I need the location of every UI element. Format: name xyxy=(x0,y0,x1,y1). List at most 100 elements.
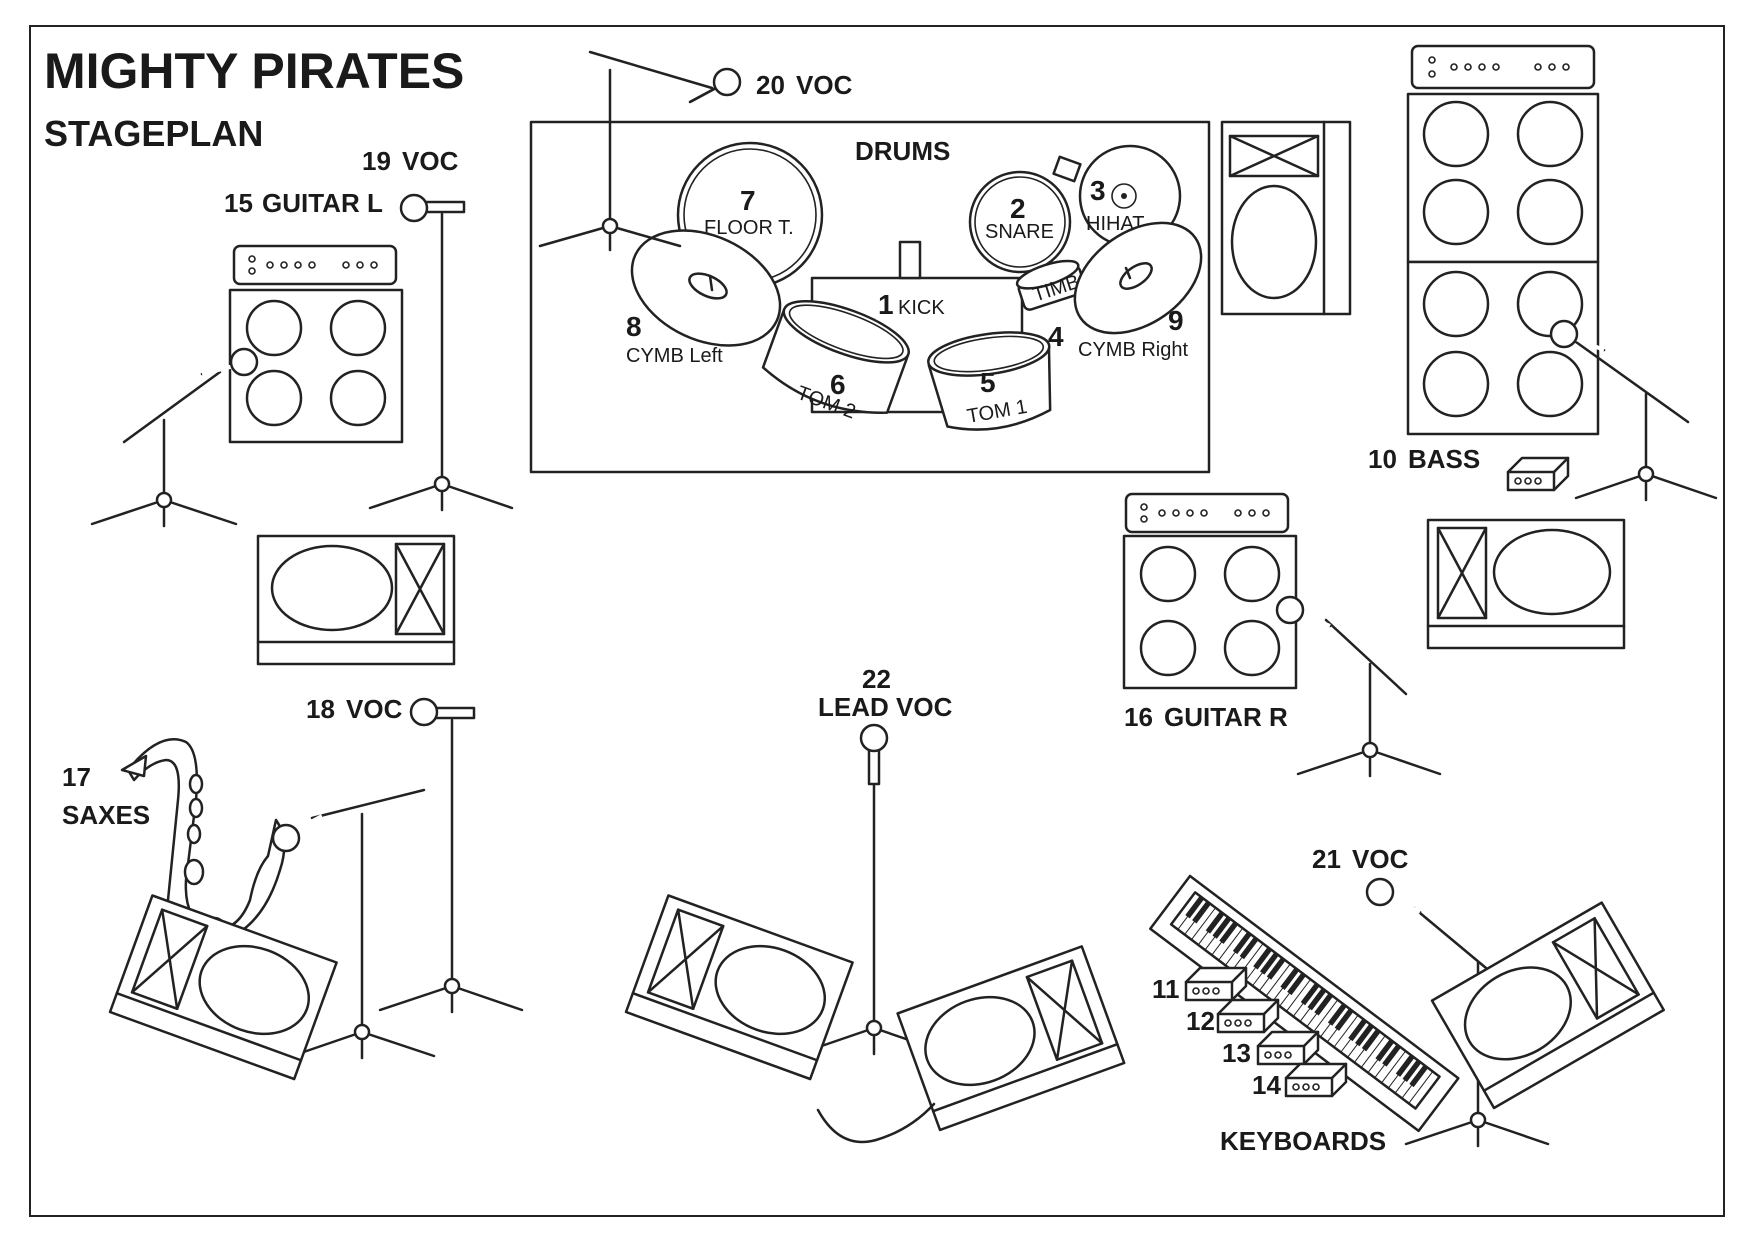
page-subtitle: STAGEPLAN xyxy=(44,113,263,154)
keyboard-black-key xyxy=(1307,987,1327,1011)
keyboard-black-key xyxy=(1205,911,1225,934)
keyboard-black-key xyxy=(1287,972,1306,996)
drum-fill-speaker xyxy=(1220,120,1352,316)
keyboard-black-key xyxy=(1355,1023,1374,1047)
cymb-right-label: CYMB Right xyxy=(1078,339,1188,361)
cymb-left-num: 8 xyxy=(626,311,642,342)
wedge-lead-right xyxy=(896,945,1126,1132)
di-box-13 xyxy=(1256,1030,1320,1066)
voc20-label: VOC xyxy=(796,70,853,100)
keyboard-black-key xyxy=(1361,1028,1381,1052)
keyboard-key-divider xyxy=(1265,963,1291,997)
voc21-label: VOC xyxy=(1352,844,1409,874)
guitar-r-label: GUITAR R xyxy=(1164,702,1288,732)
voc19-num: 19 xyxy=(362,146,391,176)
lead-voc-label: LEAD VOC xyxy=(818,692,953,722)
guitar-l-amp xyxy=(228,244,404,444)
kick-label: KICK xyxy=(898,297,945,319)
wedge-bass xyxy=(1426,518,1626,650)
keyboard-key-divider xyxy=(1313,999,1339,1033)
keyboard-black-key xyxy=(1212,916,1232,939)
keyboard-black-key xyxy=(1253,947,1273,970)
keyboard-black-key xyxy=(1348,1018,1368,1042)
keyboard-key-divider xyxy=(1191,907,1216,941)
tom1-num: 5 xyxy=(980,367,996,398)
snare-label: SNARE xyxy=(985,221,1054,243)
mic-stand-18 xyxy=(378,697,524,1014)
page-border xyxy=(29,25,1725,1217)
key12-num: 12 xyxy=(1186,1006,1215,1036)
voc18-label: VOC xyxy=(346,694,403,724)
key11-num: 11 xyxy=(1152,974,1180,1004)
keyboard-key-divider xyxy=(1333,1014,1359,1048)
keyboard-black-key xyxy=(1192,901,1211,924)
keyboard-black-key xyxy=(1232,931,1252,955)
saxes-label: SAXES xyxy=(62,800,150,830)
keyboard-black-key xyxy=(1185,895,1205,919)
mic-stand-19 xyxy=(368,193,514,512)
lead-voc-num: 22 xyxy=(862,664,891,694)
keyboard-black-key xyxy=(1334,1008,1354,1031)
wedge-lead-left xyxy=(624,894,854,1081)
hihat-num: 3 xyxy=(1090,175,1106,206)
page-title: MIGHTY PIRATES xyxy=(44,43,464,99)
keyboard-black-key xyxy=(1327,1003,1347,1026)
wedge-link-cable xyxy=(816,1102,936,1144)
keyboard-black-key xyxy=(1219,921,1239,944)
di-box-bass xyxy=(1506,456,1570,492)
mic-stand-sax xyxy=(271,788,436,1060)
guitar-l-num: 15 xyxy=(224,188,253,218)
guitar-l-label: GUITAR L xyxy=(262,188,383,218)
guitar-r-num: 16 xyxy=(1124,702,1153,732)
keyboard-black-key xyxy=(1266,957,1286,980)
di-box-11 xyxy=(1184,966,1248,1002)
voc18-num: 18 xyxy=(306,694,335,724)
tom2-num: 6 xyxy=(830,369,846,400)
keyboard-black-key xyxy=(1402,1059,1422,1083)
di-box-14 xyxy=(1284,1062,1348,1098)
keyboard-black-key xyxy=(1395,1054,1415,1077)
saxes-num: 17 xyxy=(62,762,91,792)
keyboard-key-divider xyxy=(1408,1071,1434,1104)
mic-stand-15 xyxy=(90,347,259,528)
keyboard-key-divider xyxy=(1360,1035,1386,1068)
bass-rig xyxy=(1406,44,1600,436)
mic-stand-20 xyxy=(538,50,742,252)
keyboard-black-key xyxy=(1300,982,1320,1006)
key14-num: 14 xyxy=(1252,1070,1281,1100)
timb-num: 4 xyxy=(1048,321,1064,352)
di-box-12 xyxy=(1216,998,1280,1034)
keyboard-black-key xyxy=(1239,936,1259,960)
keyboards-label: KEYBOARDS xyxy=(1220,1126,1386,1156)
wedge-guitar-l xyxy=(256,534,456,666)
bass-num: 10 xyxy=(1368,444,1397,474)
keyboard-black-key xyxy=(1314,993,1334,1016)
mic-stand-16 xyxy=(1275,595,1442,778)
keyboard-key-divider xyxy=(1218,927,1244,961)
keyboard-black-key xyxy=(1409,1064,1429,1088)
bass-label: BASS xyxy=(1408,444,1480,474)
wedge-keys xyxy=(1430,901,1665,1110)
kick-num: 1 xyxy=(878,289,894,320)
keyboard-key-divider xyxy=(1286,979,1311,1012)
wedge-sax xyxy=(108,894,338,1081)
keyboard-black-key xyxy=(1260,952,1279,975)
guitar-r-amp xyxy=(1122,492,1298,690)
keyboard-black-key xyxy=(1280,967,1300,990)
mic-stand-bass xyxy=(1549,319,1718,502)
key13-num: 13 xyxy=(1222,1038,1251,1068)
keyboard-black-key xyxy=(1375,1039,1395,1062)
drum-riser: DRUMS 1 KICK 7 FLOOR T. 2 SNARE 3 HIHAT … xyxy=(529,120,1211,474)
floor-tom-label: FLOOR T. xyxy=(704,217,794,239)
floor-tom-num: 7 xyxy=(740,185,756,216)
keyboard-keys xyxy=(1177,895,1434,1104)
snare-num: 2 xyxy=(1010,193,1026,224)
keyboard-black-key xyxy=(1382,1044,1401,1067)
drums-label: DRUMS xyxy=(855,136,950,166)
voc20-num: 20 xyxy=(756,70,785,100)
voc19-label: VOC xyxy=(402,146,459,176)
cymb-right-num: 9 xyxy=(1168,305,1184,336)
voc21-num: 21 xyxy=(1312,844,1341,874)
keyboard-key-divider xyxy=(1381,1050,1407,1084)
